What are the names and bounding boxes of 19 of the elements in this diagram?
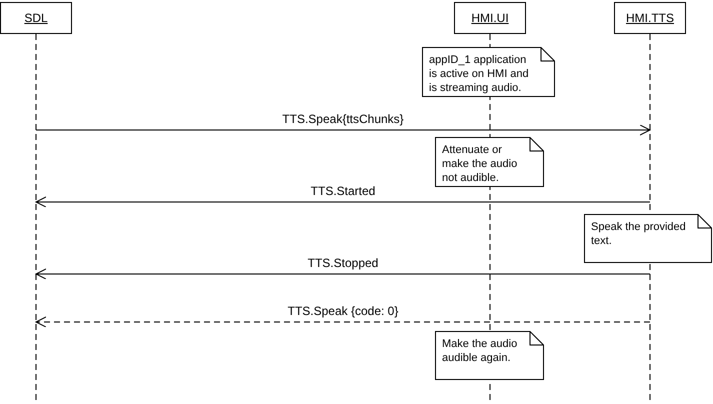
message-arrow — [36, 268, 650, 280]
participant-name: HMI.TTS — [626, 11, 674, 25]
participant-name: SDL — [24, 11, 48, 25]
edge-label: TTS.Started — [308, 184, 378, 198]
edge-label: TTS.Speak {code: 0} — [286, 304, 400, 318]
note-text: Attenuate or make the audio not audible. — [441, 143, 518, 185]
note-box — [435, 331, 544, 380]
note-box — [435, 137, 544, 187]
note-box — [422, 47, 555, 97]
edge-label: TTS.Speak{ttsChunks} — [280, 112, 406, 126]
participant-name: HMI.UI — [471, 11, 509, 25]
note-text: Make the audio audible again. — [441, 337, 518, 365]
note-text: Speak the provided text. — [590, 220, 687, 248]
message-arrow — [36, 196, 650, 208]
note-box — [584, 214, 712, 263]
edge-label: TTS.Stopped — [306, 256, 380, 270]
note-text: appID_1 application is active on HMI and is streaming audio. — [428, 53, 530, 95]
message-arrow — [36, 124, 650, 136]
message-arrow — [36, 316, 650, 328]
